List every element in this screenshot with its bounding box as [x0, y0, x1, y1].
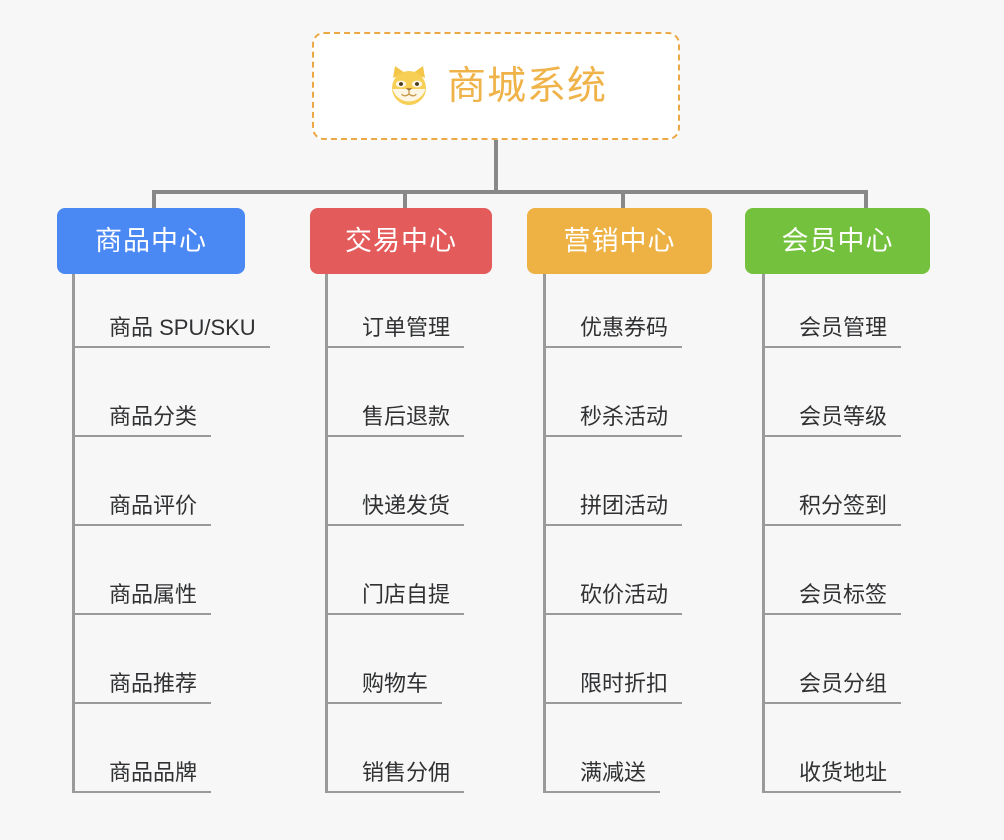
leaf-item[interactable]: 收货地址 [765, 704, 902, 793]
leaf-column-1: 商品 SPU/SKU 商品分类 商品评价 商品属性 商品推荐 商品品牌 [72, 274, 270, 793]
leaf-item[interactable]: 会员标签 [765, 526, 902, 615]
leaf-item[interactable]: 限时折扣 [546, 615, 683, 704]
connector-root-stem [494, 140, 498, 190]
leaf-item[interactable]: 商品品牌 [75, 704, 270, 793]
connector-drop-3 [621, 190, 625, 208]
leaf-item[interactable]: 门店自提 [328, 526, 465, 615]
leaf-item-label: 购物车 [328, 671, 443, 704]
connector-drop-1 [152, 190, 156, 208]
leaf-item-label: 商品评价 [75, 493, 212, 526]
leaf-item[interactable]: 商品评价 [75, 437, 270, 526]
leaf-item[interactable]: 商品分类 [75, 348, 270, 437]
shiba-dog-face-icon [385, 62, 433, 110]
leaf-item-label: 限时折扣 [546, 671, 683, 704]
leaf-item[interactable]: 商品推荐 [75, 615, 270, 704]
leaf-item[interactable]: 优惠券码 [546, 274, 683, 348]
leaf-item[interactable]: 售后退款 [328, 348, 465, 437]
leaf-item-label: 砍价活动 [546, 582, 683, 615]
leaf-item-label: 销售分佣 [328, 760, 465, 793]
leaf-item[interactable]: 积分签到 [765, 437, 902, 526]
leaf-column-3: 优惠券码 秒杀活动 拼团活动 砍价活动 限时折扣 满减送 [543, 274, 683, 793]
leaf-item-label: 满减送 [546, 760, 661, 793]
leaf-item-label: 售后退款 [328, 404, 465, 437]
root-node-mall-system[interactable]: 商城系统 [312, 32, 680, 140]
leaf-item-label: 收货地址 [765, 760, 902, 793]
leaf-item-label: 商品 SPU/SKU [75, 315, 270, 348]
branch-node-3[interactable]: 营销中心 [527, 208, 712, 274]
connector-horizontal-bus [152, 190, 868, 194]
connector-drop-4 [864, 190, 868, 208]
branch-node-2-label: 交易中心 [345, 225, 457, 256]
leaf-column-4: 会员管理 会员等级 积分签到 会员标签 会员分组 收货地址 [762, 274, 902, 793]
leaf-item[interactable]: 商品 SPU/SKU [75, 274, 270, 348]
leaf-item[interactable]: 商品属性 [75, 526, 270, 615]
leaf-item[interactable]: 快递发货 [328, 437, 465, 526]
root-node-label: 商城系统 [446, 64, 607, 108]
leaf-item-label: 商品推荐 [75, 671, 212, 704]
leaf-item-label: 门店自提 [328, 582, 465, 615]
leaf-item[interactable]: 会员分组 [765, 615, 902, 704]
leaf-item[interactable]: 会员管理 [765, 274, 902, 348]
leaf-item[interactable]: 满减送 [546, 704, 682, 793]
leaf-item[interactable]: 订单管理 [328, 274, 465, 348]
leaf-item-label: 拼团活动 [546, 493, 683, 526]
leaf-item[interactable]: 销售分佣 [328, 704, 465, 793]
leaf-column-2: 订单管理 售后退款 快递发货 门店自提 购物车 销售分佣 [325, 274, 465, 793]
leaf-item-label: 快递发货 [328, 493, 465, 526]
leaf-item-label: 商品分类 [75, 404, 212, 437]
branch-node-1[interactable]: 商品中心 [57, 208, 245, 274]
branch-node-2[interactable]: 交易中心 [310, 208, 492, 274]
leaf-item[interactable]: 秒杀活动 [546, 348, 683, 437]
leaf-item-label: 会员标签 [765, 582, 902, 615]
leaf-item-label: 会员管理 [765, 315, 902, 348]
leaf-item[interactable]: 拼团活动 [546, 437, 683, 526]
leaf-item[interactable]: 购物车 [328, 615, 464, 704]
leaf-item-label: 商品属性 [75, 582, 212, 615]
leaf-item-label: 秒杀活动 [546, 404, 683, 437]
leaf-item-label: 商品品牌 [75, 760, 212, 793]
leaf-item-label: 订单管理 [328, 315, 465, 348]
branch-node-4[interactable]: 会员中心 [745, 208, 930, 274]
leaf-item-label: 优惠券码 [546, 315, 683, 348]
leaf-item-label: 会员等级 [765, 404, 902, 437]
leaf-item-label: 会员分组 [765, 671, 902, 704]
leaf-item[interactable]: 会员等级 [765, 348, 902, 437]
branch-node-1-label: 商品中心 [95, 225, 207, 256]
leaf-item[interactable]: 砍价活动 [546, 526, 683, 615]
connector-drop-2 [403, 190, 407, 208]
branch-node-4-label: 会员中心 [781, 225, 894, 256]
branch-node-3-label: 营销中心 [563, 225, 676, 256]
leaf-item-label: 积分签到 [765, 493, 902, 526]
